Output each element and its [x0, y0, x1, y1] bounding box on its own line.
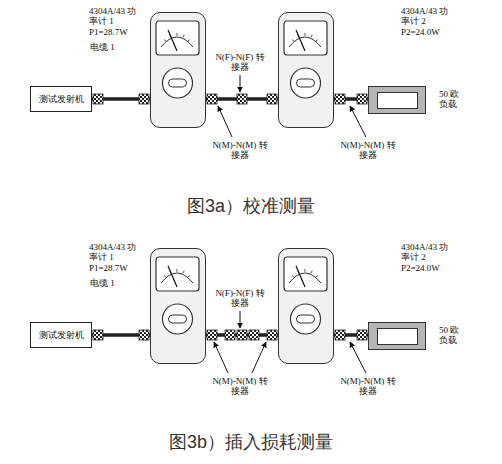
- meter-dial: [284, 257, 327, 291]
- leader-arrow: [240, 311, 241, 328]
- meter-face: [151, 249, 204, 362]
- meter-label: 4304A/43 功率计 2 P2=24.0W: [401, 242, 455, 273]
- meter-dial: [156, 257, 199, 291]
- cable-label: 电缆 1: [90, 42, 130, 52]
- load-window: [377, 92, 418, 109]
- power-meter: 4304A/43 功率计 2 P2=24.0W: [278, 248, 334, 364]
- connector: [249, 330, 259, 340]
- meter-knob: [163, 68, 193, 98]
- box-label: 测试发射机: [39, 94, 84, 104]
- connector: [335, 330, 345, 340]
- dial-tick: [311, 271, 312, 274]
- power-meter: 4304A/43 功率计 1 P1=28.7W: [150, 248, 206, 364]
- dial-scale: [161, 37, 193, 47]
- meter-face: [151, 13, 204, 126]
- connector: [207, 330, 217, 340]
- connector: [237, 94, 247, 104]
- dial-scale: [289, 37, 321, 47]
- load-window: [377, 328, 418, 345]
- meter-knob: [291, 304, 321, 334]
- load-label: 50 欧 负载: [439, 325, 465, 346]
- dial-tick: [188, 276, 190, 278]
- dial-tick: [164, 276, 166, 278]
- adapter-label: N(M)-N(M) 转接器: [340, 376, 396, 397]
- meter-knob: [291, 68, 321, 98]
- dial-scale: [161, 273, 193, 283]
- adapter-label: N(M)-N(M) 转接器: [212, 140, 268, 161]
- knob-grip: [169, 315, 187, 323]
- dial-scale: [289, 273, 321, 283]
- dial-tick: [292, 276, 294, 278]
- transmitter-box: 测试发射机: [30, 86, 92, 112]
- dial-tick: [188, 40, 190, 42]
- connector: [207, 94, 217, 104]
- meter-dial: [284, 21, 327, 55]
- meter-label: 4304A/43 功率计 1 P1=28.7W: [89, 242, 143, 273]
- connector: [225, 330, 235, 340]
- meter-knob: [163, 304, 193, 334]
- meter-face: [279, 249, 332, 362]
- meter-label: 4304A/43 功率计 2 P2=24.0W: [401, 6, 455, 37]
- leader-arrow: [350, 106, 366, 137]
- load-box: 50 欧 负载: [368, 86, 426, 114]
- meter-dial: [156, 21, 199, 55]
- leader-arrow: [350, 342, 366, 373]
- dial-needle: [296, 30, 305, 51]
- leader-arrow: [252, 342, 266, 373]
- leader-arrow: [214, 342, 228, 373]
- adapter-label: N(M)-N(M) 转接器: [340, 140, 396, 161]
- dial-tick: [177, 33, 178, 36]
- connector: [267, 94, 277, 104]
- connector: [237, 330, 247, 340]
- connector: [335, 94, 345, 104]
- load-label: 50 欧 负载: [439, 89, 465, 110]
- dial-needle: [168, 30, 177, 51]
- dial-tick: [316, 40, 318, 42]
- adapter-label: N(F)-N(F) 转接器: [212, 52, 268, 73]
- dial-tick: [311, 35, 312, 38]
- load-box: 50 欧 负载: [368, 322, 426, 350]
- meter-label: 4304A/43 功率计 1 P1=28.7W: [89, 6, 143, 37]
- connector: [357, 330, 367, 340]
- cable-label: 电缆 1: [90, 278, 130, 288]
- caption: 图3b）插入损耗测量: [0, 432, 502, 454]
- connector: [357, 94, 367, 104]
- leader-arrow: [218, 106, 232, 137]
- dial-tick: [292, 40, 294, 42]
- meter-face: [279, 13, 332, 126]
- leader-arrow: [240, 75, 241, 92]
- dial-tick: [316, 276, 318, 278]
- dial-tick: [164, 40, 166, 42]
- knob-grip: [169, 79, 187, 87]
- knob-grip: [297, 79, 315, 87]
- connector: [139, 330, 149, 340]
- connector: [267, 330, 277, 340]
- power-meter: 4304A/43 功率计 2 P2=24.0W: [278, 12, 334, 128]
- dial-tick: [177, 269, 178, 272]
- transmitter-box: 测试发射机: [30, 322, 92, 348]
- dial-tick: [305, 33, 306, 36]
- connector: [93, 94, 103, 104]
- connector: [139, 94, 149, 104]
- adapter-label: N(F)-N(F) 转接器: [212, 288, 268, 309]
- adapter-label: N(M)-N(M) 转接器: [212, 376, 268, 397]
- dial-needle: [168, 266, 177, 287]
- caption: 图3a）校准测量: [0, 196, 502, 218]
- connector: [93, 330, 103, 340]
- dial-tick: [305, 269, 306, 272]
- dial-needle: [296, 266, 305, 287]
- power-meter: 4304A/43 功率计 1 P1=28.7W: [150, 12, 206, 128]
- knob-grip: [297, 315, 315, 323]
- dial-tick: [183, 35, 184, 38]
- dial-tick: [183, 271, 184, 274]
- box-label: 测试发射机: [39, 330, 84, 340]
